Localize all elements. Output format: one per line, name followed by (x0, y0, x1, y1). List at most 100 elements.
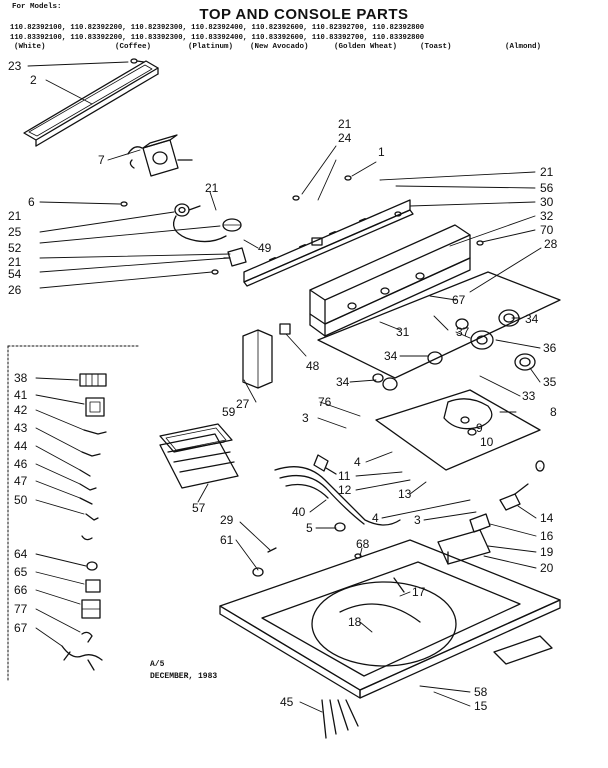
inset-leader-lines (35, 377, 87, 647)
callout-5: 5 (306, 521, 313, 535)
callout-12: 12 (338, 483, 352, 497)
inset-callout-42: 42 (14, 403, 28, 417)
callout-26: 26 (8, 283, 22, 297)
lid-switch-part (437, 483, 529, 565)
callout-34: 34 (384, 349, 398, 363)
console-backplate-part (317, 271, 561, 379)
callout-7: 7 (98, 153, 105, 167)
color-names-row: (White) (Coffee) (Platinum) (New Avocado… (0, 43, 608, 53)
rotary-switch-part (223, 247, 247, 267)
callout-28: 28 (544, 237, 558, 251)
inset-callout-66: 66 (14, 583, 28, 597)
color-new-avocado: (New Avocado) (250, 43, 309, 51)
callout-34: 34 (336, 375, 350, 389)
footer-code: A/5 (150, 660, 165, 669)
callout-20: 20 (540, 561, 554, 575)
timer-part (127, 134, 193, 177)
callout-36: 36 (543, 341, 557, 355)
end-cap-part (242, 329, 273, 389)
clip-part (279, 323, 291, 335)
callout-21: 21 (8, 209, 22, 223)
color-almond: (Almond) (505, 43, 542, 51)
callout-40: 40 (292, 505, 306, 519)
nut-part (535, 460, 545, 472)
console-panel-part (309, 224, 471, 337)
callout-25: 25 (8, 225, 22, 239)
inset-callout-44: 44 (14, 439, 28, 453)
callout-67: 67 (452, 293, 466, 307)
screw-part (130, 58, 145, 64)
inset-callout-38: 38 (14, 371, 28, 385)
leader-lines (27, 61, 542, 713)
callout-68: 68 (356, 537, 370, 551)
callout-56: 56 (540, 181, 554, 195)
callout-24: 24 (338, 131, 352, 145)
callout-29: 29 (220, 513, 234, 527)
callout-10: 10 (480, 435, 494, 449)
callout-16: 16 (540, 529, 554, 543)
callout-19: 19 (540, 545, 554, 559)
inset-callout-46: 46 (14, 457, 28, 471)
inset-callout-67: 67 (14, 621, 28, 635)
callout-32: 32 (540, 209, 554, 223)
color-coffee: (Coffee) (115, 43, 152, 51)
callout-58: 58 (474, 685, 488, 699)
inset-callout-43: 43 (14, 421, 28, 435)
callout-37: 37 (456, 325, 470, 339)
color-golden-wheat: (Golden Wheat) (334, 43, 398, 51)
callout-70: 70 (540, 223, 554, 237)
bottom-wires-part (321, 699, 359, 739)
callout-21: 21 (205, 181, 219, 195)
small-hardware-part (120, 175, 484, 577)
callout-49: 49 (258, 241, 272, 255)
inset-callout-50: 50 (14, 493, 28, 507)
switch-part (172, 203, 227, 243)
callout-48: 48 (306, 359, 320, 373)
callout-4: 4 (354, 455, 361, 469)
callout-21: 21 (338, 117, 352, 131)
color-platinum: (Platinum) (188, 43, 234, 51)
callout-13: 13 (398, 487, 412, 501)
inset-callout-64: 64 (14, 547, 28, 561)
top-cover-part (375, 389, 541, 471)
models-label: For Models: (12, 3, 62, 11)
callout-8: 8 (550, 405, 557, 419)
callout-61: 61 (220, 533, 234, 547)
color-white: (White) (14, 43, 46, 51)
trim-strip-part (23, 60, 159, 147)
callout-23: 23 (8, 59, 22, 73)
callout-34: 34 (525, 312, 539, 326)
callout-4: 4 (372, 511, 379, 525)
wiring-harness-part (274, 454, 401, 526)
callout-11: 11 (338, 469, 351, 483)
callout-1: 1 (378, 145, 385, 159)
callout-76: 76 (318, 395, 332, 409)
inset-parts-box (7, 345, 141, 683)
washer-top-part (219, 539, 561, 699)
inset-callout-47: 47 (14, 474, 28, 488)
callout-45: 45 (280, 695, 294, 709)
footer-date: DECEMBER, 1983 (150, 672, 218, 681)
callout-9: 9 (476, 421, 483, 435)
callout-2: 2 (30, 73, 37, 87)
callout-59: 59 (222, 405, 236, 419)
callout-3: 3 (414, 513, 421, 527)
callout-17: 17 (412, 585, 426, 599)
callout-35: 35 (543, 375, 557, 389)
callout-27: 27 (236, 397, 250, 411)
callout-21: 21 (540, 165, 554, 179)
callout-labels: 23 2 7 6 21 25 52 21 54 26 21 49 21 24 1… (8, 59, 558, 713)
callout-14: 14 (540, 511, 554, 525)
lint-filter-part (159, 423, 239, 489)
inset-callout-41: 41 (14, 388, 28, 402)
knob-part (372, 309, 536, 391)
model-numbers-row-1: 110.82392100, 110.82392200, 110.82392300… (10, 24, 425, 32)
page-title: TOP AND CONSOLE PARTS (199, 6, 409, 23)
model-numbers-row-2: 110.83392100, 110.83392200, 110.83392300… (10, 34, 425, 42)
callout-33: 33 (522, 389, 536, 403)
callout-18: 18 (348, 615, 362, 629)
callout-54: 54 (8, 267, 22, 281)
inset-callout-65: 65 (14, 565, 28, 579)
